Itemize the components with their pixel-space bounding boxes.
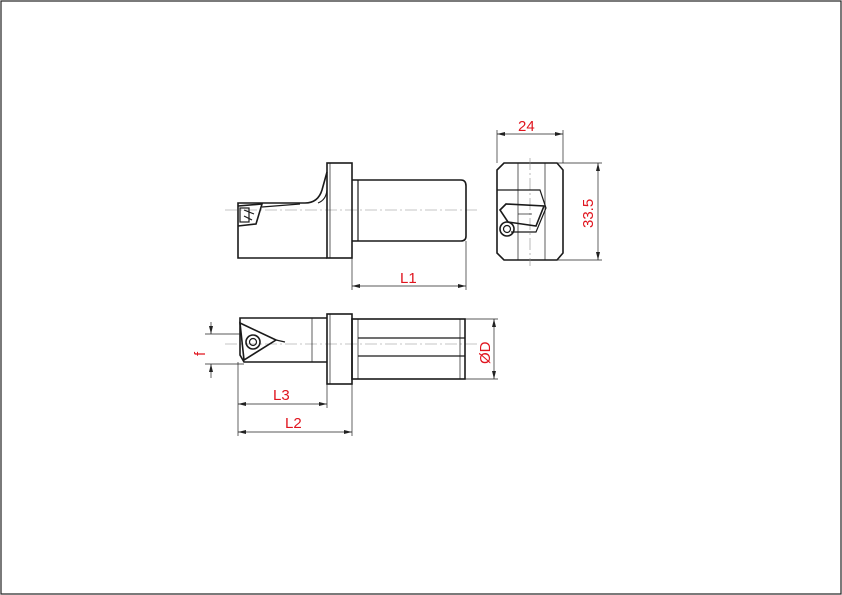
top-view-flange — [326, 313, 353, 385]
end-view — [496, 158, 564, 266]
side-view-insert-line2 — [243, 215, 253, 221]
diameter-label: ØD — [477, 341, 494, 364]
l3-label: L3 — [273, 387, 290, 404]
l1-label: L1 — [400, 270, 417, 287]
top-view-screw — [245, 334, 261, 350]
top-view-shank — [351, 318, 466, 380]
diameter-dimension: ØD — [465, 318, 498, 380]
side-view-flange — [326, 162, 353, 259]
end-view-pocket — [497, 189, 547, 233]
l1-dimension: L1 — [351, 241, 467, 290]
width-dimension: 24 — [496, 118, 564, 163]
side-view-body-curve — [317, 189, 328, 204]
end-view-screw — [499, 221, 515, 237]
height-label: 33.5 — [580, 199, 597, 228]
f-label: f — [192, 351, 209, 356]
side-view-shank — [352, 179, 467, 242]
top-view-body — [239, 317, 327, 363]
top-view-insert — [239, 321, 278, 362]
side-view-clamp — [239, 207, 250, 223]
end-view-insert — [498, 203, 546, 227]
f-dimension: f — [192, 322, 244, 378]
l2-dimension: L2 — [238, 384, 353, 436]
width-label: 24 — [518, 118, 535, 135]
side-view-body — [237, 171, 328, 259]
side-view-insert — [237, 203, 264, 227]
l3-dimension: L3 — [237, 362, 328, 436]
side-view-insert-line3 — [261, 203, 301, 208]
l2-label: L2 — [285, 415, 302, 432]
side-view — [225, 162, 478, 259]
height-dimension: 33.5 — [557, 162, 602, 261]
top-view — [225, 313, 480, 385]
